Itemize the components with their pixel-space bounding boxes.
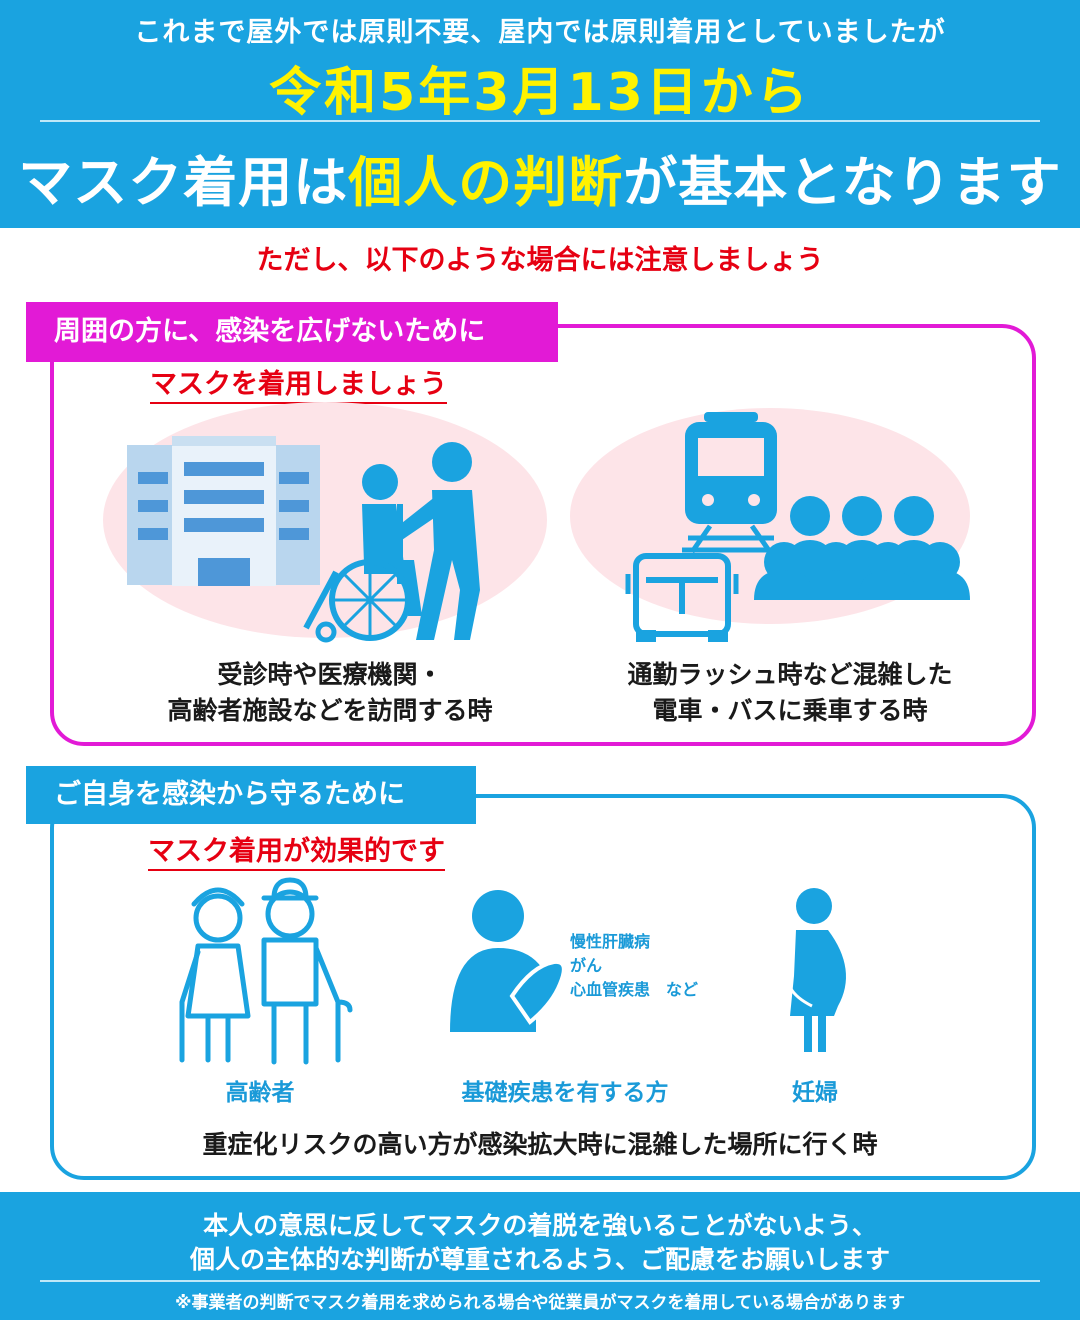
disease-liver: 慢性肝臓病 bbox=[570, 932, 651, 951]
headline-highlight: 個人の判断 bbox=[348, 151, 624, 214]
footer-line2: 個人の主体的な判断が尊重されるよう、ご配慮をお願いします bbox=[189, 1245, 890, 1274]
section1-tag: 周囲の方に、感染を広げないために bbox=[26, 302, 558, 362]
section2-tag: ご自身を感染から守るために bbox=[26, 766, 476, 824]
footer-line1: 本人の意思に反してマスクの着脱を強いることがないよう、 bbox=[203, 1211, 877, 1240]
section2-subtitle: マスク着用が効果的です bbox=[148, 829, 445, 871]
header-banner: これまで屋外では原則不要、屋内では原則着用としていましたが 令和5年3月13日か… bbox=[0, 0, 1080, 228]
footer-banner: 本人の意思に反してマスクの着脱を強いることがないよう、 個人の主体的な判断が尊重… bbox=[0, 1192, 1080, 1320]
footer-note: ※事業者の判断でマスク着用を求められる場合や従業員がマスクを着用している場合があ… bbox=[174, 1293, 905, 1313]
group-label-elderly: 高齢者 bbox=[225, 1080, 295, 1106]
high-risk-text: 重症化リスクの高い方が感染拡大時に混雑した場所に行く時 bbox=[202, 1130, 878, 1159]
header-intro: これまで屋外では原則不要、屋内では原則着用としていましたが bbox=[134, 17, 946, 48]
case1-line1: 受診時や医療機関・ bbox=[217, 660, 443, 689]
caution-text: ただし、以下のような場合には注意しましょう bbox=[256, 245, 824, 276]
group-label-pregnant: 妊婦 bbox=[792, 1080, 838, 1106]
footer-divider bbox=[40, 1280, 1040, 1282]
disease-list: 慢性肝臓病 がん 心血管疾患 など bbox=[570, 930, 698, 1002]
group-label-preexisting: 基礎疾患を有する方 bbox=[461, 1080, 669, 1106]
elderly-couple-icon bbox=[179, 877, 353, 1065]
section1-subtitle: マスクを着用しましょう bbox=[150, 362, 447, 404]
case1-line2: 高齢者施設などを訪問する時 bbox=[167, 696, 493, 725]
disease-cancer: がん bbox=[570, 956, 603, 975]
case-medical-visit: 受診時や医療機関・ 高齢者施設などを訪問する時 bbox=[110, 657, 550, 729]
headline-post: が基本となります bbox=[623, 151, 1062, 214]
main-headline: マスク着用は個人の判断が基本となります bbox=[0, 138, 1080, 217]
header-divider bbox=[40, 120, 1040, 122]
headline-pre: マスク着用は bbox=[18, 151, 349, 214]
case2-line1: 通勤ラッシュ時など混雑した bbox=[627, 660, 953, 689]
case2-line2: 電車・バスに乗車する時 bbox=[652, 696, 928, 725]
pregnant-woman-icon bbox=[786, 888, 846, 1052]
disease-cardio: 心血管疾患 など bbox=[570, 980, 699, 999]
case-crowded-transit: 通勤ラッシュ時など混雑した 電車・バスに乗車する時 bbox=[560, 657, 1020, 729]
train-bus-crowd-icon bbox=[570, 408, 970, 642]
effective-date: 令和5年3月13日から bbox=[269, 63, 811, 123]
patient-icon bbox=[450, 890, 566, 1032]
hospital-wheelchair-icon bbox=[103, 402, 547, 643]
